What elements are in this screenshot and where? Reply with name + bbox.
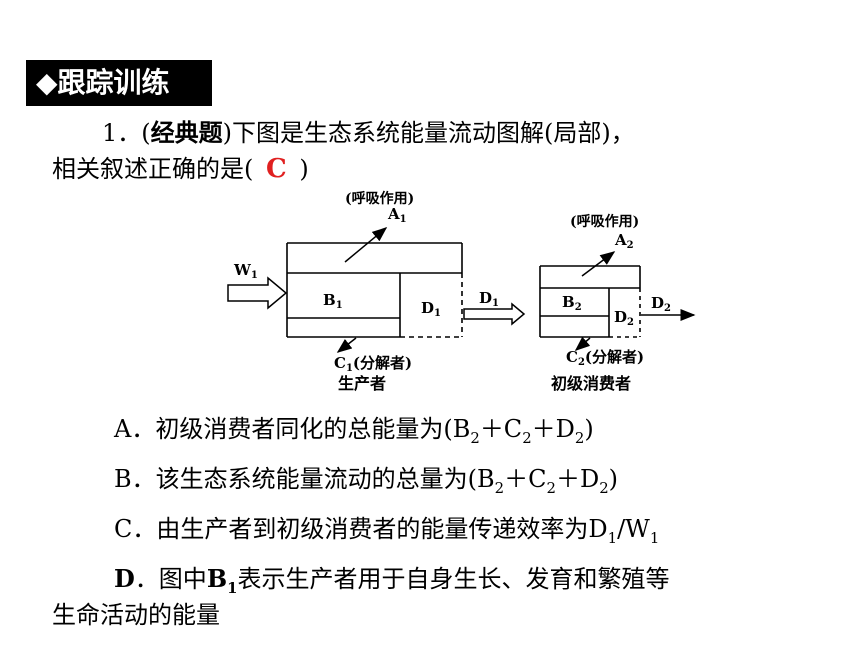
question-tag: 经典题 — [150, 118, 223, 147]
a2-label: A2 — [614, 231, 634, 251]
d2-flow-label: D2 — [651, 294, 671, 314]
question-line-2: 相关叙述正确的是(C) — [52, 154, 309, 184]
section-tag: ◆跟踪训练 — [26, 60, 212, 106]
d1-label: D1 — [421, 299, 441, 319]
question-number: 1． — [102, 119, 142, 147]
c2-label: C2(分解者) — [566, 348, 644, 368]
option-d: D．图中B1表示生产者用于自身生长、发育和繁殖等 — [114, 564, 670, 597]
option-a: A．初级消费者同化的总能量为(B2＋C2＋D2) — [114, 415, 594, 447]
d1-flow-label: D1 — [479, 289, 499, 309]
c1-label: C1(分解者) — [334, 354, 412, 374]
option-b: B．该生态系统能量流动的总量为(B2＋C2＋D2) — [114, 465, 619, 497]
d1-flow-arrow — [463, 302, 526, 326]
producer-box — [286, 242, 463, 338]
consumer-respiration-label: (呼吸作用) — [570, 213, 639, 230]
consumer-box — [539, 265, 641, 338]
producer-label: 生产者 — [338, 374, 386, 393]
a1-arrow — [344, 227, 388, 263]
c2-arrow — [574, 336, 591, 351]
c1-arrow — [336, 337, 357, 353]
answer-mark: C — [266, 154, 287, 184]
consumer-label: 初级消费者 — [551, 374, 631, 393]
d2-label: D2 — [614, 308, 634, 328]
option-c: C．由生产者到初级消费者的能量传递效率为D1/W1 — [114, 515, 660, 547]
w1-input-arrow — [227, 276, 288, 310]
a2-arrow — [581, 251, 616, 277]
w1-label: W1 — [233, 261, 258, 281]
a1-label: A1 — [387, 205, 407, 225]
producer-respiration-label: (呼吸作用) — [345, 190, 414, 207]
b1-label: B1 — [323, 291, 343, 311]
b2-label: B2 — [562, 293, 582, 313]
question-stem: 下图是生态系统能量流动图解(局部)， — [232, 119, 635, 147]
question-line-1: 1．(经典题)下图是生态系统能量流动图解(局部)， — [102, 118, 635, 147]
option-d-line-2: 生命活动的能量 — [52, 601, 220, 629]
